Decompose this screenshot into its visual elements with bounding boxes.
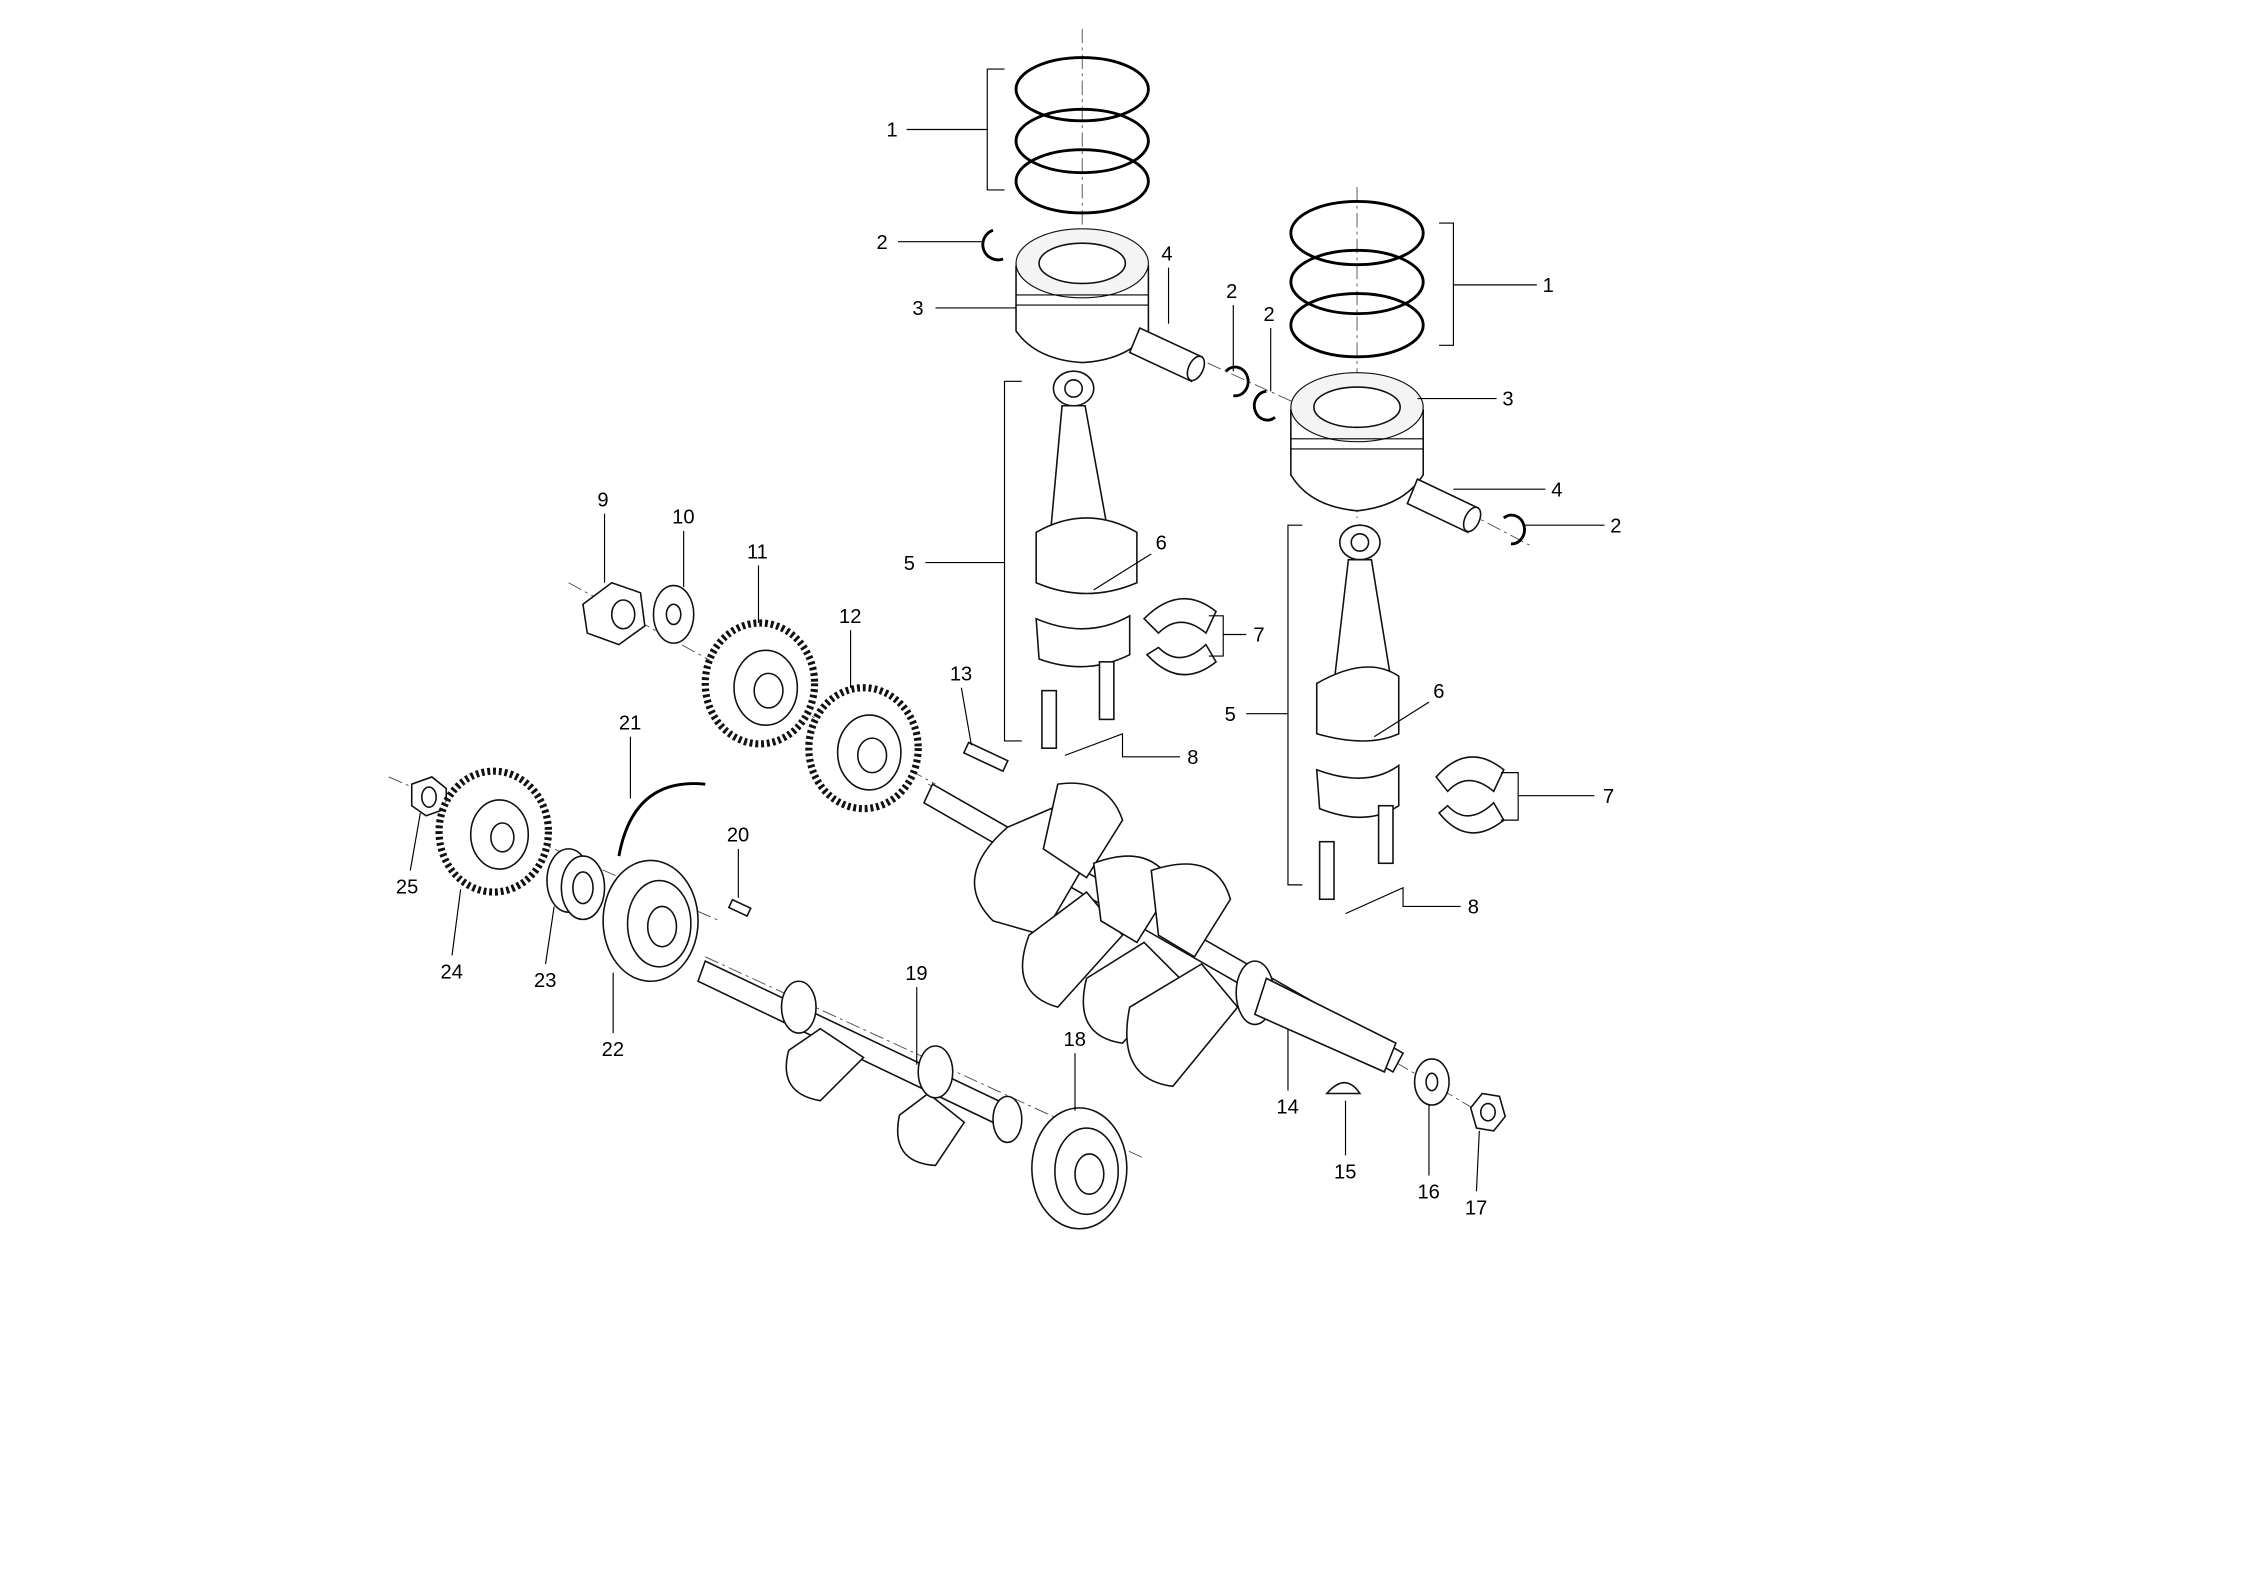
callout-17: 17 [1465,1197,1487,1219]
callout-16: 16 [1417,1182,1439,1204]
callout-2: 2 [1610,515,1621,537]
callout-12: 12 [839,606,861,628]
callout-4: 4 [1551,479,1562,501]
callout-5: 5 [904,553,915,575]
callout-22: 22 [602,1039,624,1061]
key-13 [962,741,1009,773]
nut-9 [582,581,646,646]
crankshaft-14 [922,782,1405,1088]
callout-9: 9 [597,489,608,511]
callout-7: 7 [1253,625,1264,647]
nut-17 [1469,1092,1507,1132]
callout-11: 11 [747,541,768,563]
callout-4: 4 [1161,243,1172,265]
callout-7: 7 [1603,786,1614,808]
piston-rings-right [1289,199,1425,359]
callout-13: 13 [950,664,972,686]
callout-5: 5 [1225,704,1236,726]
callout-6: 6 [1156,533,1167,555]
connecting-rod-left [1035,370,1138,749]
balance-shaft-19 [697,960,1023,1167]
connecting-rod-right [1315,524,1400,901]
callout-19: 19 [905,963,927,985]
circlips [981,228,1526,546]
callout-24: 24 [441,961,463,983]
leader-lines [409,68,1605,1192]
callout-1: 1 [1543,275,1554,297]
spacer-23 [546,848,606,921]
callout-23: 23 [534,970,556,992]
piston-rings-left [1014,56,1150,215]
callout-2: 2 [876,232,887,254]
callout-20: 20 [727,825,749,847]
bearing-22 [602,859,699,983]
bearing-18 [1031,1107,1128,1230]
callout-8: 8 [1468,897,1479,919]
callout-2: 2 [1226,281,1237,303]
washer-10 [652,584,695,644]
callout-2: 2 [1264,304,1275,326]
callout-21: 21 [619,712,641,734]
washer-16 [1413,1058,1450,1106]
key-20 [727,898,752,918]
piston-right [1290,372,1425,512]
gear-12 [805,684,922,813]
retaining-ring-21 [617,782,706,857]
callout-3: 3 [912,298,923,320]
piston-pins [1128,326,1482,534]
callout-8: 8 [1187,747,1198,769]
woodruff-key-15 [1325,1081,1362,1095]
callout-1: 1 [887,120,898,142]
gear-24 [435,767,553,896]
callout-10: 10 [672,507,694,529]
callout-14: 14 [1276,1097,1298,1119]
callout-labels: 1 2 3 4 2 2 1 3 4 2 5 6 7 8 5 6 7 8 9 10… [396,120,1622,1220]
callout-25: 25 [396,876,418,898]
bearing-shells [1142,598,1505,834]
callout-18: 18 [1064,1029,1086,1051]
callout-15: 15 [1334,1161,1356,1183]
gear-11 [701,619,819,748]
callout-3: 3 [1502,389,1513,411]
callout-6: 6 [1433,681,1444,703]
piston-left [1015,228,1150,364]
